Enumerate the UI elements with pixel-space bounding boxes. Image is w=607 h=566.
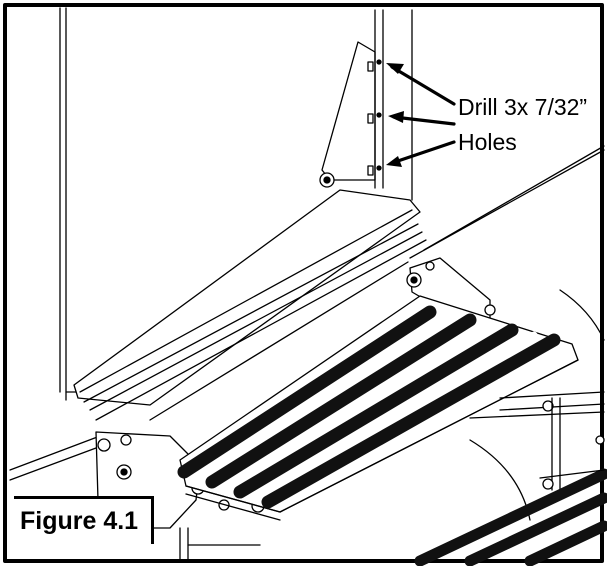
arrowheads	[386, 63, 404, 167]
door-frame-strip	[374, 9, 413, 201]
figure-frame	[3, 3, 604, 563]
lower-step-treads	[414, 468, 607, 566]
upper-step-treads	[177, 305, 561, 509]
drill-callout-text: Drill 3x 7/32”	[458, 94, 588, 120]
threshold-sill	[73, 189, 427, 421]
figure-caption: Figure 4.1	[20, 507, 139, 535]
upper-step-tread-gaps	[194, 312, 538, 501]
drill-marks	[367, 59, 382, 176]
step-support-legs	[469, 391, 605, 491]
caption-box	[14, 496, 154, 544]
door-panel	[59, 7, 77, 401]
right-step-bracket	[406, 257, 496, 321]
hinge-plate	[321, 41, 376, 181]
wall-edges	[9, 145, 605, 521]
drill-callout-text-holes: Holes	[458, 129, 517, 155]
callout-arrows	[390, 65, 456, 165]
